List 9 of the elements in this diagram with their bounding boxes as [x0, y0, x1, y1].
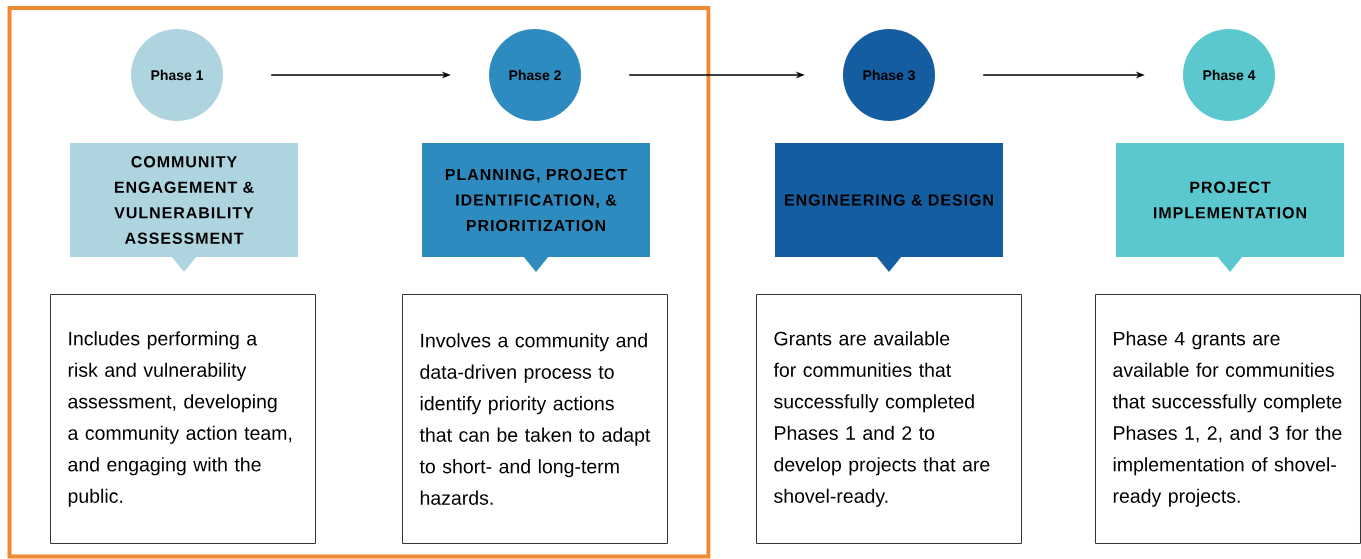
- text-box: Grants are available for communities that successfully completed Phases 1 and 2 to develop projects that are shovel-ready.: [756, 294, 1022, 544]
- text-box: Phase 4 grants are available for communities that successfully complete Phases 1, 2, and 3 for the implementation of shovel-ready projects.: [1095, 294, 1361, 544]
- callout-box: ENGINEERING & DESIGN: [775, 143, 1003, 272]
- text-box: Involves a community and data-driven process to identify priority actions that can be taken to adapt to short- and long-term hazards.: [402, 294, 668, 544]
- callout-box: COMMUNITY ENGAGEMENT & VULNERABILITY ASSESSMENT: [70, 143, 298, 272]
- callout-box: PROJECT IMPLEMENTATION: [1116, 143, 1344, 272]
- group-frame: [7, 6, 711, 559]
- callout-box: PLANNING, PROJECT IDENTIFICATION, & PRIORITIZATION: [422, 143, 650, 272]
- text-box: Includes performing a risk and vulnerability assessment, developing a community action team, and engaging with the public.: [50, 294, 316, 544]
